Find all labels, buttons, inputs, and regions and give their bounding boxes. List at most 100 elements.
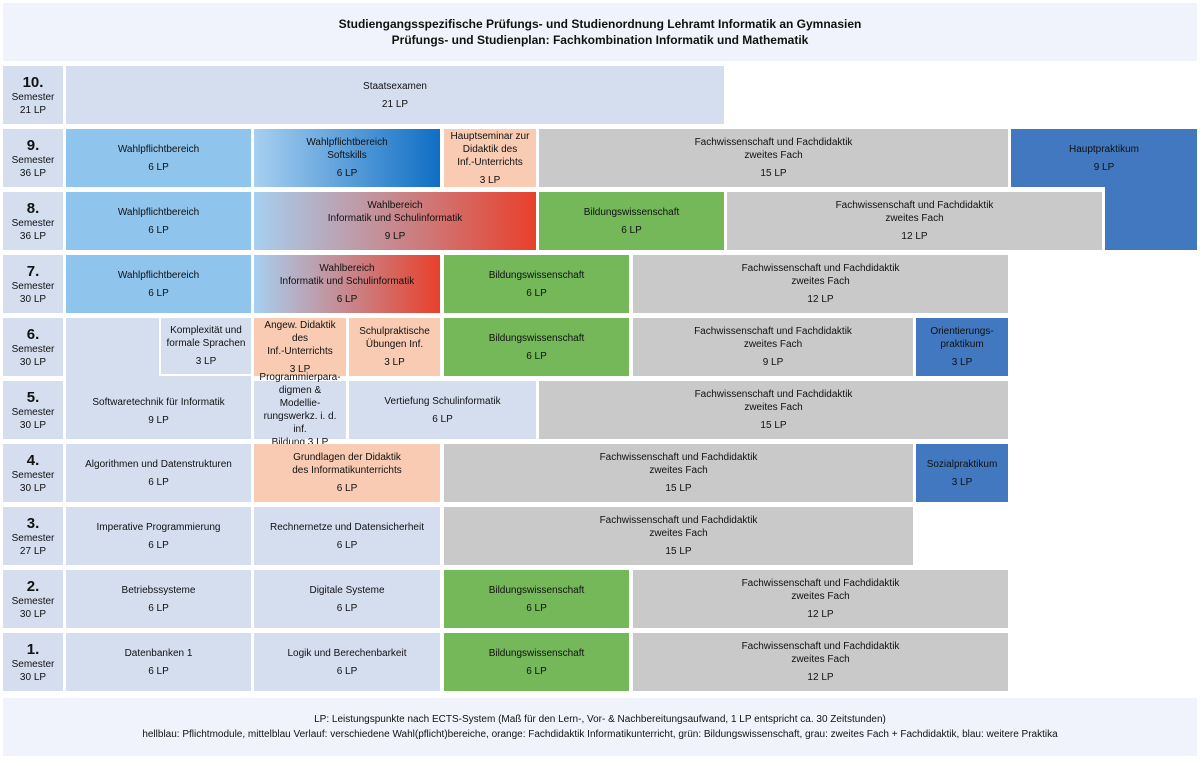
module-title-line: Wahlpflichtbereich [306, 137, 388, 148]
module-title-line: Bildungswissenschaft [488, 332, 585, 344]
module-lp: 6 LP [526, 350, 547, 362]
module-logik-berechenbarkeit: Logik und Berechenbarkeit 6 LP [254, 633, 440, 691]
semester-word: Semester [11, 595, 55, 607]
semester-word: Semester [11, 280, 55, 292]
semester-word: Semester [11, 469, 55, 481]
module-lp: 9 LP [384, 231, 406, 242]
semester-number: 2. [26, 577, 40, 595]
module-lp: 6 LP [148, 665, 169, 677]
module-title-line: Bildungswissenschaft [488, 647, 585, 659]
module-title-line: Bildungswissenschaft [488, 269, 585, 281]
module-title-line: Wahlbereich [319, 263, 375, 274]
module-title-line: Inf.-Unterrichts [457, 156, 523, 168]
module-title-line: Wahlpflichtbereich [117, 206, 200, 218]
semester-lp: 27 LP [19, 545, 47, 557]
semester-word: Semester [11, 91, 55, 103]
module-lp: 6 LP [148, 224, 169, 236]
module-title-line: Wahlpflichtbereich [117, 143, 200, 155]
module-bildungswissenschaft: Bildungswissenschaft 6 LP [444, 318, 629, 376]
semester-number: 10. [22, 73, 44, 91]
module-lp: 6 LP [526, 665, 547, 677]
module-title-line: Digitale Systeme [309, 584, 385, 596]
module-title-line: Übungen Inf. [365, 339, 424, 350]
semester-number: 9. [26, 136, 40, 154]
module-lp: 3 LP [479, 174, 501, 186]
module-title-line: formale Sprachen [166, 338, 246, 349]
module-title-line: Schulpraktische [359, 326, 430, 337]
module-programmierparadigmen: Programmierpara-digmen & Modellie-rungsw… [254, 372, 346, 448]
module-title-line: zweites Fach [649, 465, 708, 476]
footer-lp-explanation: LP: Leistungspunkte nach ECTS-System (Ma… [314, 714, 886, 725]
module-title-line: Didaktik des [462, 143, 518, 155]
module-title-line: Fachwissenschaft und Fachdidaktik [741, 263, 900, 274]
module-title-line: Datenbanken 1 [124, 647, 193, 659]
module-title-line: zweites Fach [744, 402, 803, 413]
module-lp: 3 LP [951, 476, 973, 488]
module-title-line: Fachwissenschaft und Fachdidaktik [694, 389, 853, 400]
module-lp: 3 LP [951, 357, 973, 368]
module-lp: 6 LP [336, 665, 358, 677]
semester-word: Semester [11, 154, 55, 166]
module-title-line: Logik und Berechenbarkeit [287, 647, 407, 659]
module-title-line: zweites Fach [791, 591, 850, 602]
module-title-line: zweites Fach [885, 213, 944, 224]
module-title-line: Hauptpraktikum [1068, 143, 1140, 155]
module-title-line: Fachwissenschaft und Fachdidaktik [599, 452, 758, 463]
module-title-line: Staatsexamen [363, 80, 427, 92]
module-title-line: Informatik und Schulinformatik [279, 276, 415, 287]
module-title-line: Informatik und Schulinformatik [327, 213, 463, 224]
semester-number: 8. [26, 199, 40, 217]
semester-lp: 30 LP [19, 293, 47, 305]
module-zweites-fach: Fachwissenschaft und Fachdidaktik zweites… [444, 444, 913, 502]
module-lp: 9 LP [1093, 161, 1115, 173]
module-title-line: rungswerkz. i. d. inf. [263, 411, 337, 435]
semester-lp: 30 LP [19, 482, 47, 494]
module-title-line: Fachwissenschaft und Fachdidaktik [741, 641, 900, 652]
module-lp: 3 LP [289, 363, 311, 375]
module-lp: 3 LP [195, 356, 217, 367]
module-title-line: Fachwissenschaft und Fachdidaktik [694, 326, 852, 337]
module-hauptpraktikum: Hauptpraktikum 9 LP [1011, 129, 1197, 187]
semester-lp: 36 LP [19, 230, 47, 242]
semester-word: Semester [11, 217, 55, 229]
module-title-line: Vertiefung Schulinformatik [384, 395, 501, 407]
module-lp: 12 LP [807, 672, 834, 683]
footer-color-legend: hellblau: Pflichtmodule, mittelblau Verl… [142, 729, 1058, 740]
module-lp: 6 LP [526, 602, 547, 614]
module-lp: 6 LP [432, 413, 453, 425]
module-title-line: zweites Fach [791, 276, 850, 287]
header-title: Studiengangsspezifische Prüfungs- und St… [338, 17, 862, 31]
module-title-line: Angew. Didaktik des [264, 319, 336, 344]
module-hauptpraktikum-extension [1105, 185, 1197, 250]
module-title-line: zweites Fach [649, 528, 708, 539]
module-lp: 6 LP [336, 483, 358, 494]
semester-lp: 21 LP [19, 104, 47, 116]
module-lp: 6 LP [336, 294, 358, 305]
module-title-line: Softskills [327, 150, 367, 161]
semester-word: Semester [11, 406, 55, 418]
module-wahlpflichtbereich: Wahlpflichtbereich 6 LP [66, 192, 251, 250]
module-lp: 3 LP [384, 357, 405, 368]
module-title-line: Wahlpflichtbereich [117, 269, 200, 281]
page-footer: LP: Leistungspunkte nach ECTS-System (Ma… [3, 698, 1197, 756]
